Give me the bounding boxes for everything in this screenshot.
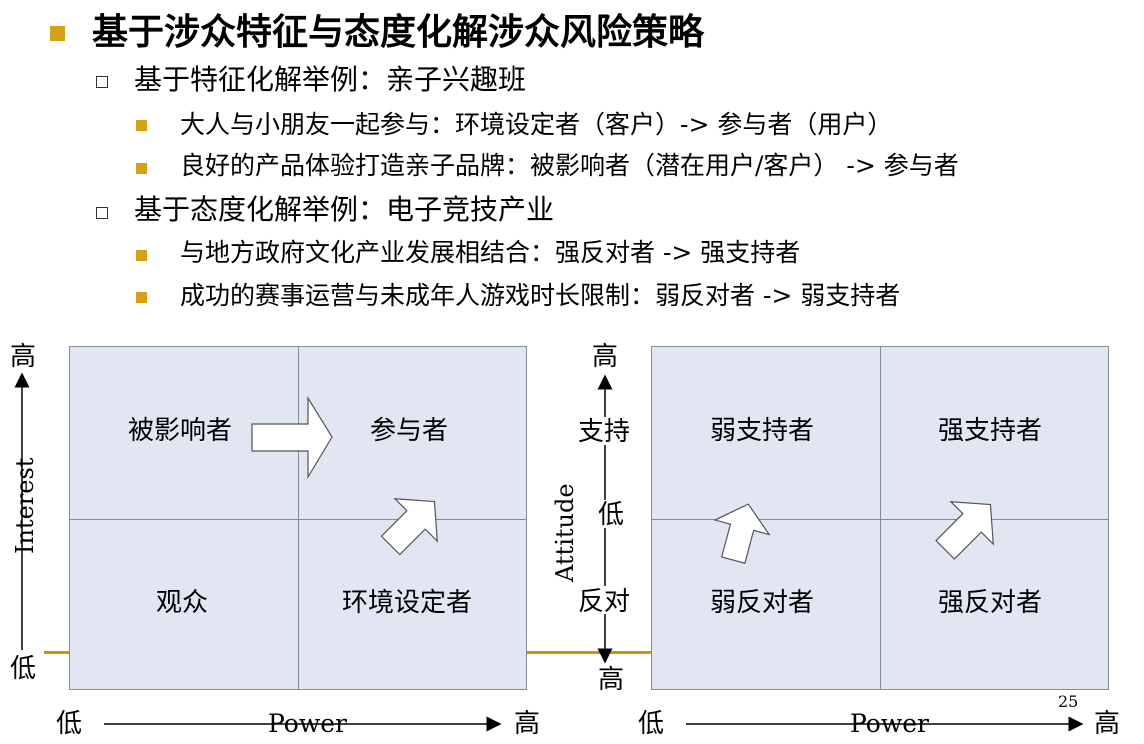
quadrant-strong-opponent: 强反对者 [938, 588, 1043, 618]
left-y-high-label: 高 [10, 342, 37, 372]
detail-bullet [136, 120, 147, 131]
right-y-mid-label: 低 [598, 500, 625, 530]
slide-title: 基于涉众特征与态度化解涉众风险策略 [92, 11, 705, 53]
block-arrow-diagonal-left [380, 498, 438, 556]
left-grid-vline [298, 347, 299, 689]
left-quadrant-grid [69, 346, 527, 690]
quadrant-participant: 参与者 [370, 416, 449, 446]
right-x-high-label: 高 [1094, 709, 1121, 739]
quadrant-weak-supporter: 弱支持者 [710, 416, 815, 446]
title-bullet [50, 26, 65, 41]
detail-bullet [136, 250, 147, 261]
detail-bullet [136, 163, 147, 174]
bullet-attitude-example: 基于态度化解举例：电子竞技产业 [134, 193, 555, 226]
right-x-low-label: 低 [638, 709, 665, 739]
left-x-low-label: 低 [56, 709, 83, 739]
right-grid-vline [880, 347, 881, 689]
right-grid-hline [652, 519, 1108, 520]
right-y-support-label: 支持 [578, 417, 631, 447]
left-y-low-label: 低 [10, 654, 37, 684]
bullet-feature-example: 基于特征化解举例：亲子兴趣班 [134, 63, 527, 96]
page-number: 25 [1058, 692, 1079, 711]
sub-bullet-marker [96, 76, 108, 88]
detail-bullet [136, 292, 147, 303]
bullet-attitude-detail-1: 与地方政府文化产业发展相结合：强反对者 -> 强支持者 [180, 238, 801, 267]
bullet-attitude-detail-2: 成功的赛事运营与未成年人游戏时长限制：弱反对者 -> 弱支持者 [180, 281, 901, 310]
quadrant-weak-opponent: 弱反对者 [710, 588, 815, 618]
bullet-feature-detail-1: 大人与小朋友一起参与：环境设定者（客户）-> 参与者（用户） [180, 110, 893, 139]
quadrant-audience: 观众 [156, 588, 209, 618]
baseline-left [44, 651, 70, 654]
sub-bullet-marker [96, 207, 108, 219]
quadrant-influenced: 被影响者 [128, 416, 233, 446]
baseline-middle [526, 651, 652, 654]
bullet-feature-detail-2: 良好的产品体验打造亲子品牌：被影响者（潜在用户/客户） -> 参与者 [180, 151, 959, 180]
right-y-oppose-label: 反对 [578, 587, 631, 617]
left-x-high-label: 高 [514, 709, 541, 739]
right-y-bottom-label: 高 [598, 665, 625, 695]
block-arrow-right [251, 395, 333, 480]
block-arrow-strong [935, 501, 994, 560]
quadrant-environment-setter: 环境设定者 [342, 588, 473, 618]
right-y-top-label: 高 [592, 342, 619, 372]
block-arrow-weak [713, 503, 771, 564]
left-grid-hline [70, 519, 526, 520]
quadrant-strong-supporter: 强支持者 [938, 416, 1043, 446]
